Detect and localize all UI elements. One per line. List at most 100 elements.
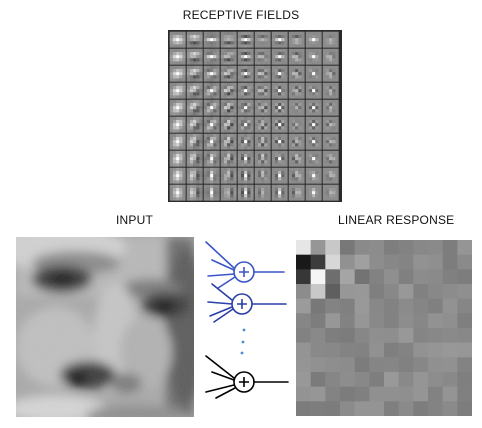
response-pixel [325,298,341,314]
receptive-field-cell [186,65,203,82]
response-pixel [310,269,326,285]
neuron-2 [207,283,287,323]
receptive-field-cell [237,150,254,167]
response-pixel [296,401,311,416]
response-pixel [340,401,355,416]
response-pixel [310,386,326,402]
response-pixel [296,342,311,358]
receptive-field-cell [237,65,254,82]
response-pixel [413,313,429,329]
response-pixel [398,401,414,416]
receptive-field-cell [237,133,254,150]
receptive-field-cell [254,133,271,150]
receptive-fields-grid [168,30,342,202]
receptive-field-cell [271,150,288,167]
receptive-field-cell [203,31,220,48]
response-pixel [354,254,370,270]
receptive-field-cell [305,99,322,116]
receptive-field-cell [322,116,339,133]
receptive-field-cell [220,99,237,116]
response-pixel [384,386,399,402]
response-pixel [325,269,341,285]
response-pixel [398,269,414,285]
response-pixel [310,372,326,387]
receptive-field-cell [237,99,254,116]
response-pixel [413,342,429,358]
receptive-field-cell [288,65,305,82]
response-pixel [413,372,429,387]
response-pixel [398,328,414,343]
receptive-field-cell [203,150,220,167]
response-pixel [457,254,472,270]
response-pixel [310,313,326,329]
response-pixel [428,372,443,387]
response-pixel [325,401,341,416]
response-pixel [457,342,472,358]
receptive-field-cell [271,133,288,150]
response-pixel [369,328,385,343]
response-pixel [428,298,443,314]
response-pixel [310,284,326,299]
ellipsis-dots [240,328,246,355]
response-pixel [398,298,414,314]
response-pixel [413,401,429,416]
receptive-field-cell [322,150,339,167]
response-pixel [428,357,443,373]
response-pixel [442,357,458,373]
receptive-field-cell [322,133,339,150]
response-pixel [413,284,429,299]
receptive-field-cell [203,167,220,184]
receptive-field-cell [305,133,322,150]
receptive-field-cell [237,48,254,65]
receptive-field-cell [169,48,186,65]
receptive-field-cell [237,116,254,133]
response-pixel [457,386,472,402]
receptive-field-cell [322,99,339,116]
response-pixel [442,254,458,270]
response-pixel [457,313,472,329]
response-pixel [428,269,443,285]
receptive-field-cell [169,184,186,201]
response-pixel [340,372,355,387]
receptive-field-cell [203,184,220,201]
response-pixel [442,386,458,402]
response-pixel [413,328,429,343]
receptive-field-cell [305,184,322,201]
receptive-field-cell [271,82,288,99]
receptive-field-cell [288,48,305,65]
receptive-field-cell [186,150,203,167]
receptive-field-cell [271,65,288,82]
receptive-field-cell [237,82,254,99]
response-pixel [310,342,326,358]
receptive-field-cell [220,48,237,65]
receptive-field-cell [237,184,254,201]
response-pixel [413,254,429,270]
receptive-field-cell [305,150,322,167]
response-pixel [457,328,472,343]
response-pixel [354,386,370,402]
response-pixel [428,284,443,299]
response-pixel [310,328,326,343]
receptive-field-cell [305,116,322,133]
response-pixel [340,386,355,402]
response-pixel [369,357,385,373]
response-pixel [340,240,355,255]
receptive-field-cell [220,65,237,82]
receptive-field-cell [169,31,186,48]
response-pixel [398,254,414,270]
receptive-field-cell [254,150,271,167]
response-pixel [340,313,355,329]
response-pixel [325,372,341,387]
response-pixel [457,401,472,416]
receptive-field-cell [288,150,305,167]
receptive-field-cell [322,82,339,99]
response-pixel [354,328,370,343]
response-pixel [354,313,370,329]
response-pixel [457,298,472,314]
response-pixel [413,298,429,314]
response-pixel [340,254,355,270]
response-pixel [457,372,472,387]
receptive-field-cell [271,167,288,184]
response-pixel [296,269,311,285]
receptive-field-cell [271,184,288,201]
